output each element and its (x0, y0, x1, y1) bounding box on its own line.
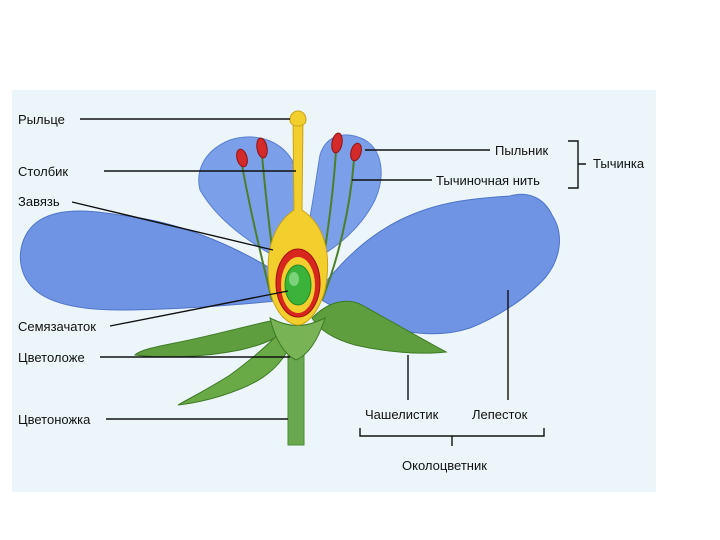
label-sepal: Чашелистик (365, 407, 439, 422)
ovule (285, 265, 311, 305)
label-perianth: Околоцветник (402, 458, 487, 473)
stamen-bracket (568, 141, 586, 188)
ovule-highlight (289, 272, 299, 286)
stigma (290, 111, 306, 126)
label-pedicel: Цветоножка (18, 412, 91, 427)
label-style: Столбик (18, 164, 68, 179)
pedicel-stem (288, 350, 304, 445)
label-anther: Пыльник (495, 143, 548, 158)
label-filament: Тычиночная нить (436, 173, 540, 188)
label-stigma: Рыльце (18, 112, 65, 127)
label-receptacle: Цветоложе (18, 350, 85, 365)
label-ovule: Семязачаток (18, 319, 96, 334)
label-ovary: Завязь (18, 194, 60, 209)
label-petal: Лепесток (472, 407, 528, 422)
label-stamen: Тычинка (593, 156, 645, 171)
perianth-bracket (360, 428, 544, 446)
